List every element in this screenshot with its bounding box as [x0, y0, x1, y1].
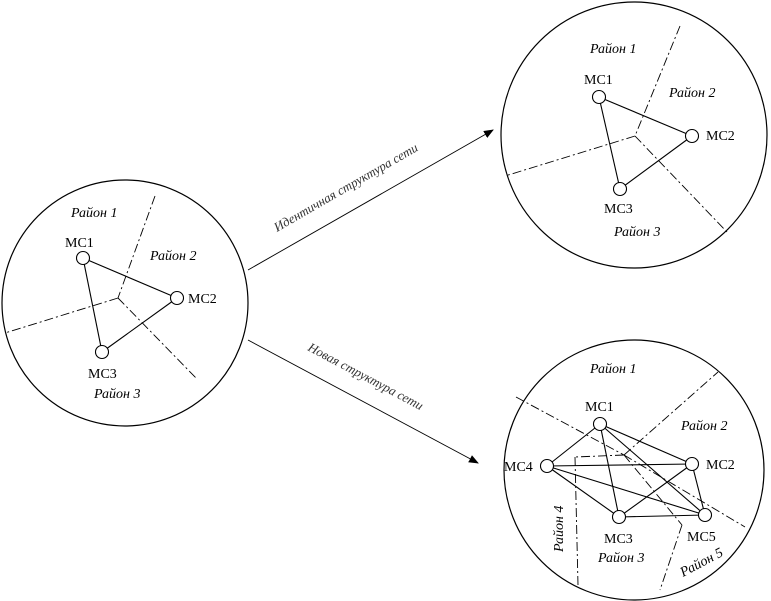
top-right-network: Район 1 Район 2 Район 3 МС1 МС2 МС3 — [500, 1, 768, 269]
left-link-mc1-mc3 — [82, 257, 103, 353]
left-node-mc1-label: МС1 — [65, 236, 94, 251]
top-right-region-1-label: Район 1 — [589, 42, 636, 57]
bottom-right-region-border — [574, 456, 579, 586]
bottom-right-region-border — [623, 454, 746, 528]
bottom-right-region-1-label: Район 1 — [589, 362, 636, 377]
bottom-right-node-mc1 — [592, 416, 608, 432]
arrow-new-label: Новая структура сети — [305, 339, 427, 413]
arrow-new — [247, 339, 479, 464]
left-node-mc3-label: МС3 — [88, 367, 117, 382]
top-right-region-border — [634, 135, 728, 233]
top-right-node-mc1-label: МС1 — [584, 73, 613, 88]
left-region-border — [117, 297, 197, 379]
bottom-right-region-4-label: Район 4 — [552, 506, 567, 553]
bottom-right-node-mc2 — [684, 456, 700, 472]
top-right-boundary-circle — [500, 1, 768, 269]
bottom-right-region-border — [623, 454, 683, 526]
bottom-right-region-border — [623, 371, 719, 456]
bottom-right-link-mc2-mc4 — [546, 463, 693, 467]
bottom-right-link-mc3-mc4 — [546, 465, 620, 518]
arrow-identical — [247, 129, 494, 271]
bottom-right-node-mc4 — [539, 458, 555, 474]
bottom-right-link-mc2-mc5 — [691, 463, 706, 516]
left-region-3-label: Район 3 — [93, 387, 140, 402]
left-boundary-circle — [1, 179, 249, 427]
bottom-right-link-mc1-mc3 — [599, 423, 620, 518]
bottom-right-region-border — [659, 524, 683, 591]
top-right-region-2-label: Район 2 — [668, 86, 715, 101]
bottom-right-node-mc5-label: МС5 — [687, 530, 716, 545]
top-right-node-mc2-label: МС2 — [706, 129, 735, 144]
left-link-mc1-mc2 — [82, 257, 178, 299]
bottom-right-link-mc3-mc5 — [618, 514, 706, 518]
left-region-border — [4, 297, 119, 334]
left-region-1-label: Район 1 — [70, 206, 117, 221]
bottom-right-link-mc1-mc2 — [599, 423, 693, 465]
top-right-node-mc3 — [612, 181, 628, 197]
left-region-2-label: Район 2 — [149, 249, 196, 264]
arrows: Идентичная структура сети Новая структур… — [247, 129, 494, 464]
bottom-right-node-mc1-label: МС1 — [585, 400, 614, 415]
bottom-right-link-mc4-mc5 — [546, 465, 706, 516]
top-right-node-mc2 — [684, 128, 700, 144]
left-node-mc2-label: МС2 — [188, 292, 217, 307]
bottom-right-region-2-label: Район 2 — [680, 419, 727, 434]
bottom-right-region-3-label: Район 3 — [597, 551, 644, 566]
left-network: Район 1 Район 2 Район 3 МС1 МС2 МС3 — [1, 179, 249, 427]
top-right-link-mc1-mc2 — [598, 96, 693, 137]
top-right-region-3-label: Район 3 — [613, 225, 660, 240]
top-right-link-mc1-mc3 — [598, 96, 621, 190]
bottom-right-node-mc4-label: МС4 — [504, 460, 533, 475]
left-node-mc1 — [75, 250, 91, 266]
top-right-link-mc2-mc3 — [619, 135, 693, 190]
left-region-border — [117, 195, 156, 299]
bottom-right-node-mc3-label: МС3 — [604, 532, 633, 547]
bottom-right-node-mc3 — [611, 509, 627, 525]
top-right-region-border — [634, 25, 681, 137]
left-link-mc2-mc3 — [101, 297, 178, 353]
left-node-mc3 — [94, 344, 110, 360]
bottom-right-region-5-label: Район 5 — [677, 545, 726, 581]
bottom-right-region-border — [574, 454, 625, 458]
bottom-right-network: Район 1 Район 2 Район 3 Район 4 Район 5 … — [503, 339, 765, 601]
top-right-node-mc1 — [591, 89, 607, 105]
top-right-node-mc3-label: МС3 — [604, 202, 633, 217]
top-right-region-border — [504, 135, 636, 177]
left-node-mc2 — [169, 290, 185, 306]
bottom-right-link-mc2-mc3 — [618, 463, 693, 518]
bottom-right-link-mc1-mc4 — [546, 423, 601, 467]
arrow-identical-label: Идентичная структура сети — [270, 139, 421, 235]
bottom-right-boundary-circle — [503, 339, 765, 601]
bottom-right-node-mc2-label: МС2 — [706, 458, 735, 473]
bottom-right-node-mc5 — [697, 507, 713, 523]
bottom-right-link-mc1-mc5 — [599, 423, 706, 516]
bottom-right-region-border — [515, 396, 625, 456]
